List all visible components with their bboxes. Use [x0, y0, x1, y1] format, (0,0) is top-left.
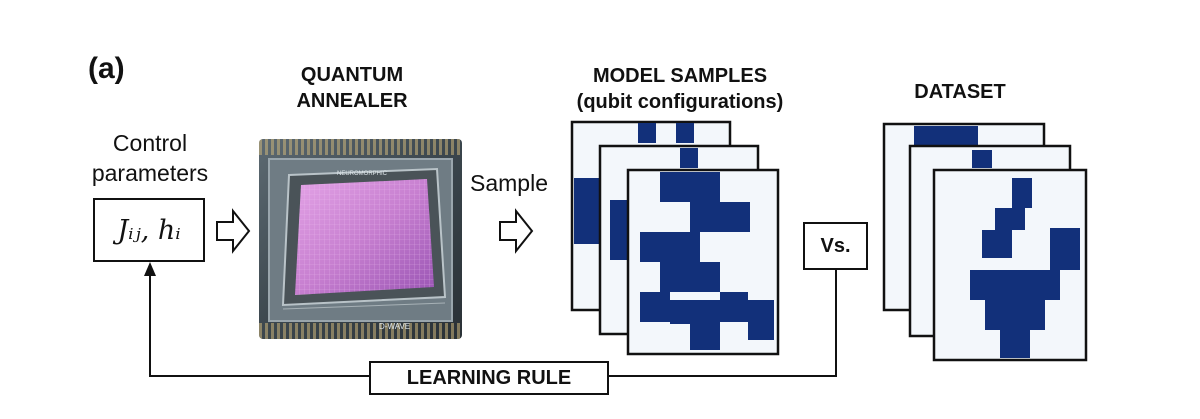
parameter-symbol: Jᵢⱼ, hᵢ	[117, 214, 181, 246]
quantum-annealer-chip-image: NEUROMORPHIC D-WAVE	[259, 139, 462, 339]
learning-rule-box: LEARNING RULE	[369, 361, 609, 395]
hollow-arrow-to-samples	[499, 208, 534, 254]
feedback-arrowhead	[144, 262, 156, 276]
panel-label: (a)	[88, 52, 125, 85]
model-samples-title-line1: MODEL SAMPLES	[592, 65, 768, 87]
model-sample-card-front	[626, 168, 780, 356]
dataset-card-front	[932, 168, 1088, 362]
chip-brand-text: D-WAVE	[379, 322, 410, 331]
model-samples-title-line2: (qubit configurations)	[576, 91, 784, 113]
hollow-arrow-to-annealer	[216, 208, 251, 254]
quantum-annealer-title: QUANTUM ANNEALER	[272, 62, 432, 114]
quantum-annealer-title-line1: QUANTUM	[300, 64, 404, 86]
vs-box: Vs.	[803, 222, 868, 270]
parameter-box: Jᵢⱼ, hᵢ	[93, 198, 205, 262]
control-parameters-label: Control parameters	[70, 128, 230, 188]
model-samples-title: MODEL SAMPLES (qubit configurations)	[520, 63, 840, 115]
dataset-title: DATASET	[914, 81, 1006, 103]
chip-top-text: NEUROMORPHIC	[337, 171, 388, 177]
control-parameters-line1: Control	[112, 130, 188, 156]
control-parameters-line2: parameters	[91, 160, 209, 186]
sample-label: Sample	[470, 170, 548, 196]
quantum-annealer-title-line2: ANNEALER	[296, 90, 408, 112]
